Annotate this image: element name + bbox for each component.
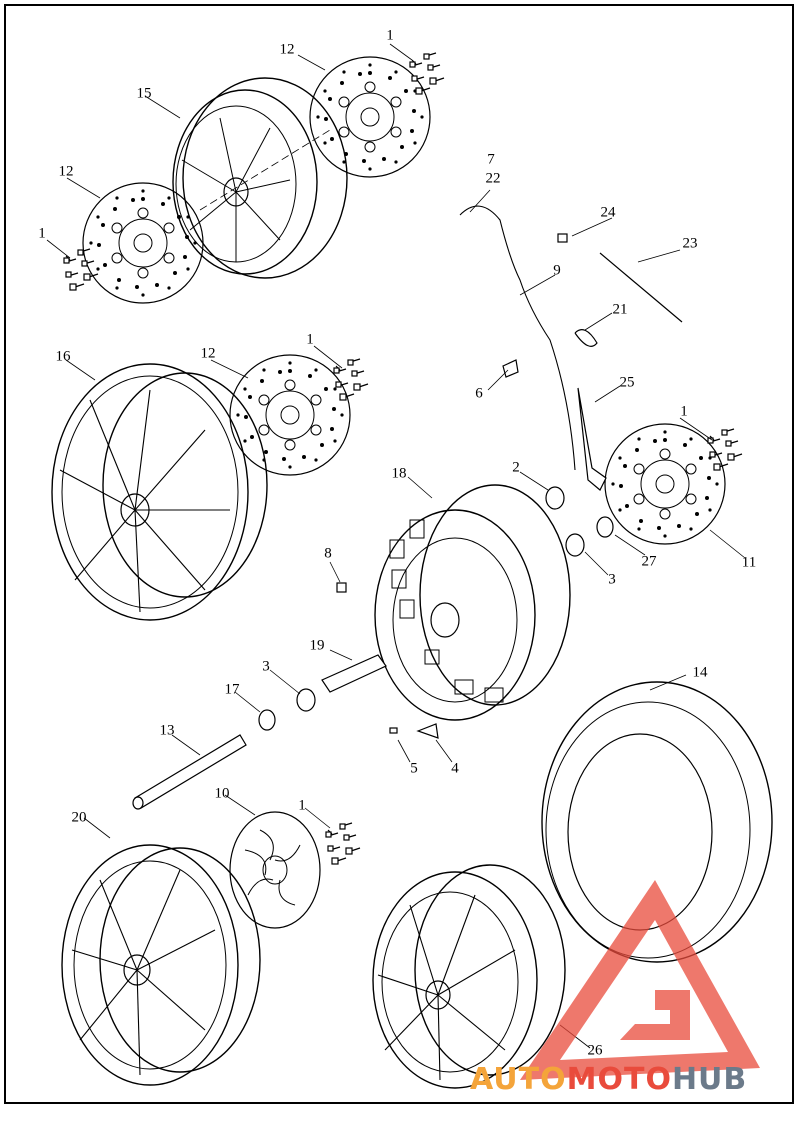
callout-14: 14: [692, 664, 708, 681]
bearing-3-right: [565, 533, 585, 557]
callout-3-left: 3: [262, 658, 270, 675]
small-parts: [132, 233, 683, 810]
valve-cap-5: [389, 727, 398, 734]
strap-23: [599, 252, 683, 323]
callout-2: 2: [512, 459, 520, 476]
brand-hub: HUB: [671, 1062, 748, 1097]
part-8: [336, 582, 347, 593]
bearing-2: [545, 486, 565, 510]
brake-disc-12-upper: [309, 56, 431, 178]
watermark-logo: [520, 880, 760, 1080]
spacer-tube-19: [321, 654, 387, 693]
brake-disc-11: [604, 423, 726, 545]
callout-23: 23: [682, 235, 698, 252]
callout-7: 7: [487, 151, 495, 168]
callout-3-right: 3: [608, 571, 616, 588]
nut-24: [557, 233, 568, 243]
callout-6: 6: [475, 385, 483, 402]
callout-25: 25: [619, 374, 635, 391]
callout-1-a: 1: [386, 27, 394, 44]
callout-27: 27: [641, 553, 657, 570]
valve-4: [416, 723, 439, 739]
bolts-1-left: [63, 248, 99, 291]
callout-22: 22: [485, 170, 501, 187]
sensor-cable-9: [459, 205, 576, 471]
callout-24: 24: [600, 204, 616, 221]
wheel-20: [61, 844, 261, 1086]
callout-4: 4: [451, 760, 459, 777]
callout-1-c: 1: [306, 331, 314, 348]
callout-13: 13: [159, 722, 175, 739]
watermark-brand: AUTOMOTOHUB: [470, 1062, 747, 1097]
brake-disc-10: [229, 811, 321, 929]
sensor-25: [577, 387, 607, 491]
axis-line: [199, 129, 331, 211]
callout-8: 8: [324, 545, 332, 562]
callout-11: 11: [741, 554, 757, 571]
callout-5: 5: [410, 760, 418, 777]
bolts-1-right: [707, 428, 743, 471]
spacer-17: [258, 709, 276, 731]
callout-26: 26: [587, 1042, 603, 1059]
callout-18: 18: [391, 465, 407, 482]
bolts-1-upper: [409, 52, 445, 95]
wheel-16: [51, 363, 268, 621]
callout-16: 16: [55, 348, 71, 365]
callout-12-c: 12: [200, 345, 216, 362]
callout-10: 10: [214, 785, 230, 802]
wheel-18: [374, 484, 571, 721]
callout-12-a: 12: [279, 41, 295, 58]
bolts-1-lower: [325, 822, 361, 865]
callout-9: 9: [553, 262, 561, 279]
bearing-3-left: [296, 688, 316, 712]
callout-1-b: 1: [38, 225, 46, 242]
callout-19: 19: [309, 637, 325, 654]
leader-lines: [46, 43, 746, 1049]
callout-17: 17: [224, 681, 240, 698]
wheel-15: [172, 77, 348, 279]
wheel-26: [372, 864, 566, 1089]
brand-auto: AUTO: [470, 1062, 567, 1097]
brand-moto: MOTO: [566, 1062, 672, 1097]
callout-1-d: 1: [680, 403, 688, 420]
callout-21: 21: [612, 301, 628, 318]
clip-6: [502, 359, 519, 378]
callout-12-b: 12: [58, 163, 74, 180]
diagram-frame: [4, 4, 794, 1104]
spacer-27: [596, 516, 614, 538]
brake-disc-12-mid: [229, 354, 351, 476]
callout-20: 20: [71, 809, 87, 826]
bracket-21: [574, 329, 598, 347]
callout-1-e: 1: [298, 797, 306, 814]
callout-15: 15: [136, 85, 152, 102]
